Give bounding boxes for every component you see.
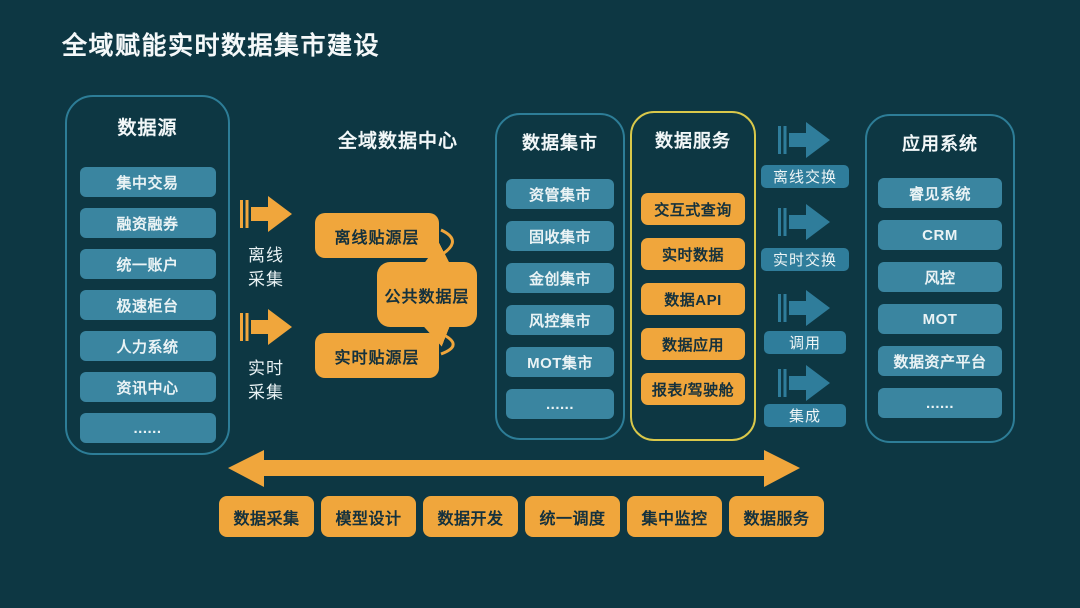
process-step: 数据服务 [729,496,824,537]
list-item: 固收集市 [506,221,614,251]
data-service-title: 数据服务 [655,131,731,151]
process-step: 模型设计 [321,496,416,537]
app-system-panel: 应用系统 睿见系统 CRM 风控 MOT 数据资产平台 ...... [865,114,1015,443]
list-item: 风控 [878,262,1002,292]
list-item: 统一账户 [79,249,216,279]
invoke-label: 调用 [764,331,846,354]
list-item: 资管集市 [506,179,614,209]
process-bar: 数据采集 模型设计 数据开发 统一调度 集中监控 数据服务 [219,496,824,537]
list-item: 人力系统 [79,331,216,361]
process-step: 数据开发 [423,496,518,537]
list-item: 实时数据 [641,238,745,270]
realtime-exchange-arrow-icon [778,204,830,240]
process-step: 集中监控 [627,496,722,537]
realtime-collect-arrow-icon [240,309,292,345]
list-item: 交互式查询 [641,193,745,225]
list-item: 报表/驾驶舱 [641,373,745,405]
offline-source-layer-box: 离线贴源层 [315,213,439,258]
invoke-arrow-icon [778,290,830,326]
process-step: 统一调度 [525,496,620,537]
offline-exchange-label: 离线交换 [761,165,849,188]
list-item-ellipsis: ...... [506,389,614,419]
realtime-collect-label: 实时采集 [248,359,284,402]
list-item-ellipsis: ...... [878,388,1002,418]
list-item: 数据资产平台 [878,346,1002,376]
process-step: 数据采集 [219,496,314,537]
data-mart-list: 资管集市 固收集市 金创集市 风控集市 MOT集市 ...... [497,179,623,419]
app-system-title: 应用系统 [902,134,978,154]
data-mart-title: 数据集市 [522,133,598,153]
list-item: 集中交易 [79,167,216,197]
list-item: MOT [878,304,1002,334]
list-item: 睿见系统 [878,178,1002,208]
data-service-panel: 数据服务 交互式查询 实时数据 数据API 数据应用 报表/驾驶舱 [630,111,756,441]
layer-connector-arrows-icon [423,228,455,356]
list-item: 数据应用 [641,328,745,360]
data-center-title: 全域数据中心 [337,131,458,152]
data-mart-panel: 数据集市 资管集市 固收集市 金创集市 风控集市 MOT集市 ...... [495,113,625,440]
list-item: 极速柜台 [79,290,216,320]
offline-exchange-arrow-icon [778,122,830,158]
integrate-arrow-icon [778,365,830,401]
list-item: CRM [878,220,1002,250]
common-data-layer-box: 公共数据层 [377,262,477,327]
data-service-list: 交互式查询 实时数据 数据API 数据应用 报表/驾驶舱 [632,193,754,405]
data-source-panel: 数据源 集中交易 融资融券 统一账户 极速柜台 人力系统 资讯中心 ...... [65,95,230,455]
integrate-label: 集成 [764,404,846,427]
list-item: 融资融券 [79,208,216,238]
app-system-list: 睿见系统 CRM 风控 MOT 数据资产平台 ...... [867,178,1013,418]
offline-collect-label: 离线采集 [248,246,284,289]
list-item: 数据API [641,283,745,315]
list-item: MOT集市 [506,347,614,377]
list-item: 金创集市 [506,263,614,293]
list-item-ellipsis: ...... [79,413,216,443]
data-source-title: 数据源 [117,118,178,139]
bidirectional-arrow-icon [228,450,800,487]
page-title: 全域赋能实时数据集市建设 [62,32,381,60]
list-item: 资讯中心 [79,372,216,402]
data-source-list: 集中交易 融资融券 统一账户 极速柜台 人力系统 资讯中心 ...... [67,167,228,443]
realtime-source-layer-box: 实时贴源层 [315,333,439,378]
offline-collect-arrow-icon [240,196,292,232]
realtime-exchange-label: 实时交换 [761,248,849,271]
list-item: 风控集市 [506,305,614,335]
